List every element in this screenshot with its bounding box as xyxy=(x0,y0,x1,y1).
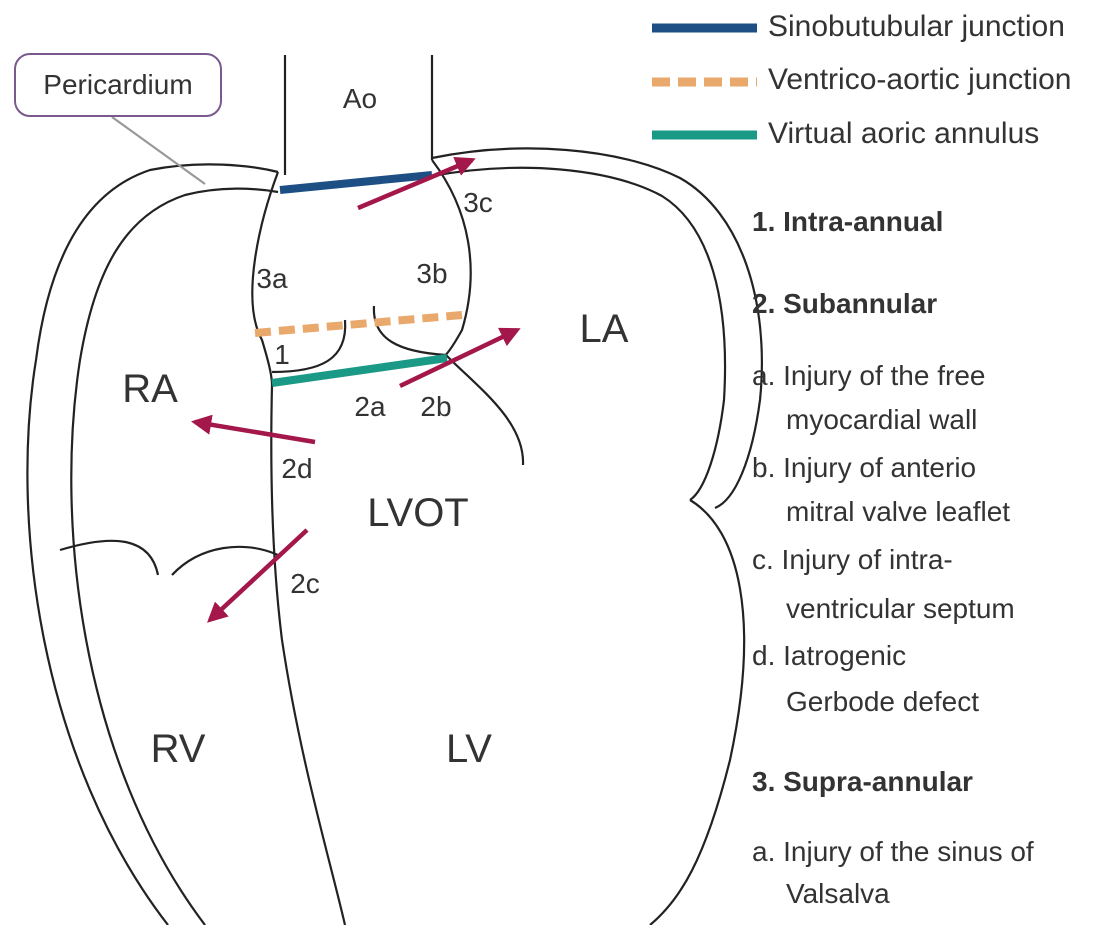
pericardium-label: Pericardium xyxy=(43,69,192,101)
site-2d: 2d xyxy=(281,453,312,484)
list-heading-2: 2. Subannular xyxy=(752,290,937,318)
list-item-3a-line2: Valsalva xyxy=(786,880,890,908)
label-lvot: LVOT xyxy=(367,491,469,535)
list-item-2c-line1: c. Injury of intra- xyxy=(752,546,953,574)
arrow-2b xyxy=(400,330,517,386)
site-3c: 3c xyxy=(463,187,493,218)
site-3b: 3b xyxy=(416,258,447,289)
list-item-2d-line1: d. Iatrogenic xyxy=(752,642,906,670)
site-1: 1 xyxy=(274,339,290,370)
site-2b: 2b xyxy=(420,391,451,422)
list-heading-3: 3. Supra-annular xyxy=(752,768,973,796)
legend-sinotubular-label: Sinobutubular junction xyxy=(768,10,1065,43)
list-item-2b-line1: b. Injury of anterio xyxy=(752,454,976,482)
list-item-2c-line2: ventricular septum xyxy=(786,595,1015,623)
list-item-2a-line1: a. Injury of the free xyxy=(752,362,985,390)
label-rv: RV xyxy=(151,727,206,771)
legend-virtual-annulus-label: Virtual aoric annulus xyxy=(768,117,1039,150)
pericardium-outer xyxy=(27,164,278,925)
site-3a: 3a xyxy=(256,263,288,294)
legend-ventrico-aortic: Ventrico-aortic junction xyxy=(768,63,1072,97)
label-la: LA xyxy=(580,307,629,351)
list-item-2a-line2: myocardial wall xyxy=(786,406,977,434)
site-2c: 2c xyxy=(290,568,320,599)
site-2a: 2a xyxy=(354,391,386,422)
label-ra: RA xyxy=(122,367,178,411)
arrow-2d xyxy=(195,422,315,442)
label-lv: LV xyxy=(446,727,492,771)
list-heading-1: 1. Intra-annual xyxy=(752,208,943,236)
legend-sinotubular: Sinobutubular junction xyxy=(768,10,1065,44)
list-item-3a-line1: a. Injury of the sinus of xyxy=(752,838,1034,866)
list-item-2b-line2: mitral valve leaflet xyxy=(786,498,1010,526)
legend-virtual-annulus: Virtual aoric annulus xyxy=(768,117,1039,151)
label-ao: Ao xyxy=(343,83,377,114)
pericardium-inner xyxy=(71,189,278,925)
ventrico-aortic-junction-line xyxy=(255,315,462,333)
list-item-2d-line2: Gerbode defect xyxy=(786,688,979,716)
pericardium-callout: Pericardium xyxy=(14,53,222,117)
legend-ventrico-aortic-label: Ventrico-aortic junction xyxy=(768,63,1072,96)
